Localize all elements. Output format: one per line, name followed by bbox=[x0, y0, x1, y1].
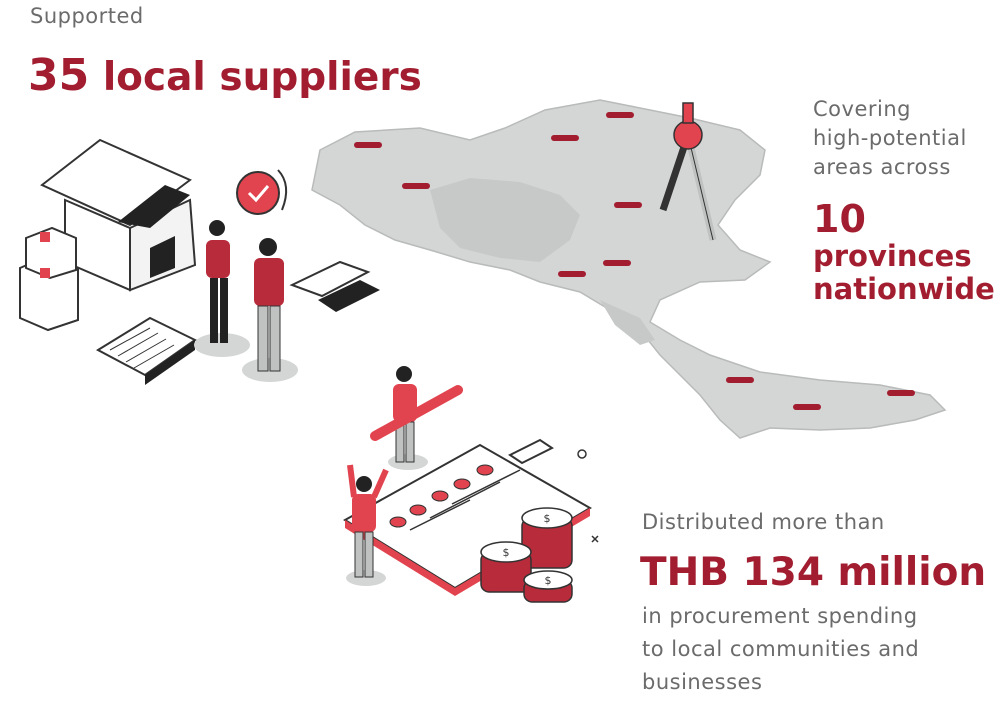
provinces-label-line: nationwide bbox=[813, 272, 995, 306]
map-pin bbox=[614, 202, 642, 208]
people-meeting-illustration bbox=[194, 220, 298, 382]
decor-marks bbox=[577, 449, 599, 543]
person-with-pencil-illustration bbox=[370, 366, 463, 470]
suppliers-number: 35 bbox=[28, 50, 90, 101]
person-cheering-illustration bbox=[346, 464, 389, 586]
provinces-intro-line: areas across bbox=[813, 155, 951, 179]
spending-description-line: businesses bbox=[642, 670, 763, 694]
spending-description-line: in procurement spending bbox=[642, 604, 918, 628]
provinces-label-line: provinces bbox=[813, 239, 972, 273]
svg-text:$: $ bbox=[503, 546, 510, 559]
boxes-icon bbox=[19, 226, 79, 332]
map-pin bbox=[887, 390, 915, 396]
house-icon bbox=[40, 138, 197, 292]
map-pin bbox=[606, 112, 634, 118]
coins-icon: $ $ $ bbox=[480, 507, 573, 603]
map-pin bbox=[558, 271, 586, 277]
map-pin bbox=[726, 377, 754, 383]
map-pin bbox=[551, 135, 579, 141]
suppliers-label: local suppliers bbox=[102, 55, 422, 100]
suppliers-headline: 35 local suppliers bbox=[28, 50, 422, 101]
spending-amount: THB 134 million bbox=[640, 550, 987, 595]
map-pin bbox=[354, 142, 382, 148]
suppliers-intro: Supported bbox=[30, 4, 144, 28]
ledger-icon bbox=[95, 316, 197, 385]
provinces-intro-line: high-potential bbox=[813, 126, 967, 150]
provinces-intro: Covering high-potential areas across bbox=[813, 95, 993, 182]
provinces-intro-line: Covering bbox=[813, 97, 911, 121]
spending-description-line: to local communities and bbox=[642, 637, 920, 661]
map-pin bbox=[603, 260, 631, 266]
map-pin bbox=[402, 183, 430, 189]
provinces-headline: 10 provinces nationwide bbox=[813, 197, 995, 306]
svg-text:$: $ bbox=[544, 512, 551, 525]
map-pin bbox=[793, 404, 821, 410]
spending-description: in procurement spending to local communi… bbox=[642, 600, 982, 699]
provinces-number: 10 bbox=[813, 197, 866, 241]
map-pins bbox=[354, 112, 915, 410]
spending-intro: Distributed more than bbox=[642, 510, 885, 534]
svg-text:$: $ bbox=[545, 574, 552, 587]
check-badge-icon bbox=[236, 169, 288, 215]
compass-icon bbox=[659, 102, 717, 241]
map-illustration bbox=[311, 99, 947, 439]
cash-icon bbox=[289, 260, 380, 312]
